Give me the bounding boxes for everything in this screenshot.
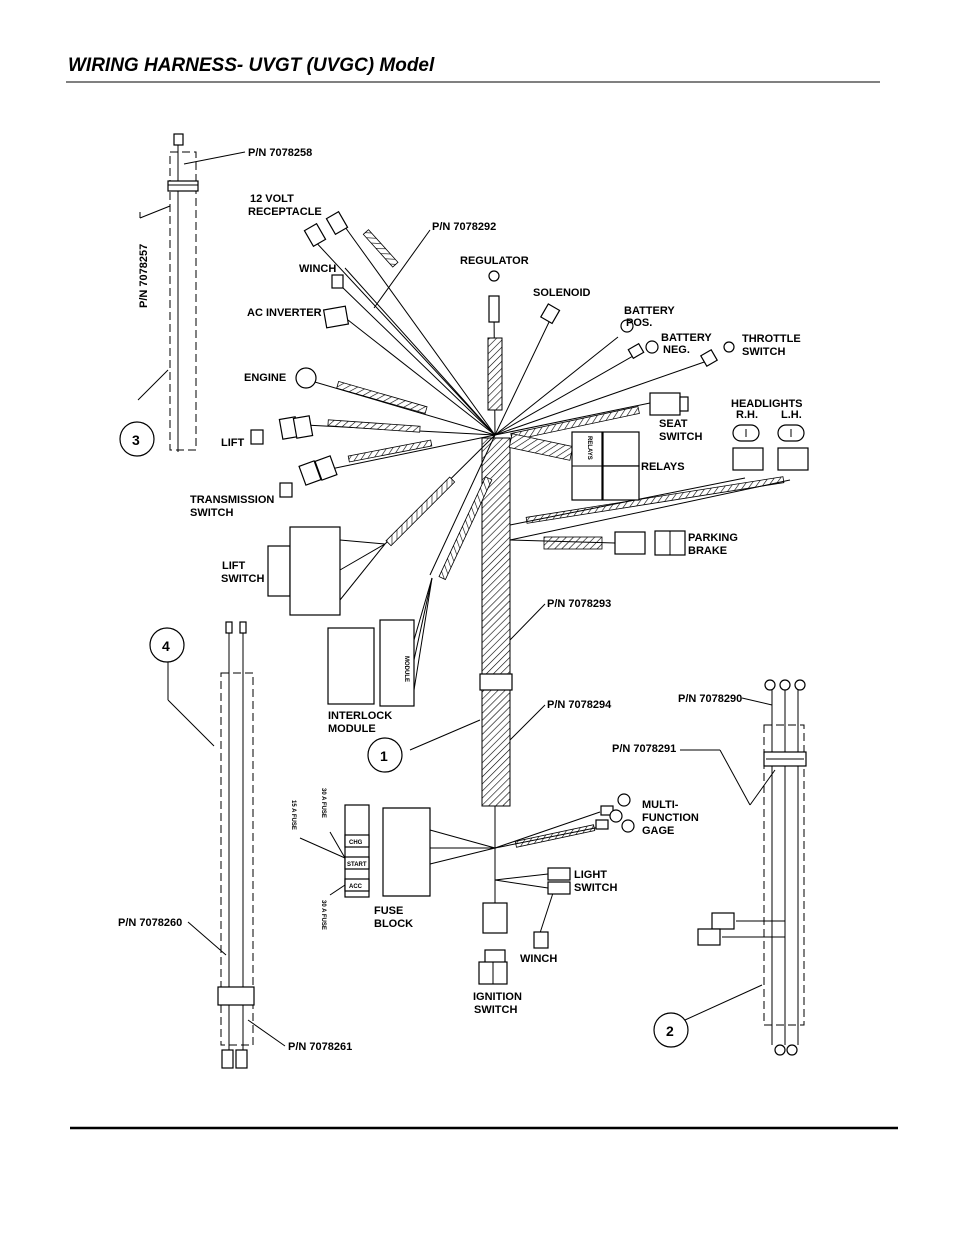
pn-7078261-label: P/N 7078261 (288, 1041, 352, 1053)
fuse-30a-top-label: 30 A FUSE (320, 788, 326, 818)
callout-2: 2 (653, 1012, 689, 1048)
engine-label: ENGINE (244, 372, 286, 384)
throttle-label-2: SWITCH (742, 346, 785, 358)
page-title: WIRING HARNESS- UVGT (UVGC) Model (68, 55, 435, 76)
pn-7078260-label: P/N 7078260 (118, 917, 182, 929)
volt-receptacle-label-1: 12 VOLT (250, 193, 294, 205)
fuse-block-label-1: FUSE (374, 905, 403, 917)
pn-7078258-label: P/N 7078258 (248, 147, 312, 159)
pn-7078257-label: P/N 7078257 (138, 244, 150, 308)
svg-text:3: 3 (132, 432, 140, 448)
interlock-label-2: MODULE (328, 723, 376, 735)
battery-pos-label-2: POS. (626, 317, 652, 329)
lift-label: LIFT (221, 437, 244, 449)
svg-text:2: 2 (666, 1023, 674, 1039)
pn-7078290-label: P/N 7078290 (678, 693, 742, 705)
winch-bottom-label: WINCH (520, 953, 557, 965)
module-box-label: MODULE (403, 656, 409, 682)
regulator-label: REGULATOR (460, 255, 529, 267)
ac-inverter-label: AC INVERTER (247, 307, 322, 319)
relays-label: RELAYS (641, 461, 685, 473)
harness-2 (680, 679, 807, 1056)
lift-switch-label-1: LIFT (222, 560, 245, 572)
fuse-15a-label: 15 A FUSE (290, 800, 296, 830)
battery-neg-label-1: BATTERY (661, 332, 712, 344)
volt-receptacle-label-2: RECEPTACLE (248, 206, 322, 218)
fuse-30a-bot-label: 30 A FUSE (320, 900, 326, 930)
pn-7078292-label: P/N 7078292 (432, 221, 496, 233)
light-switch-label-1: LIGHT (574, 869, 607, 881)
battery-neg-label-2: NEG. (663, 344, 690, 356)
relays-box-label: RELAYS (586, 436, 592, 460)
seat-label-1: SEAT (659, 418, 688, 430)
ignition-label-1: IGNITION (473, 991, 522, 1003)
rh-label: R.H. (736, 409, 758, 421)
light-switch-label-2: SWITCH (574, 882, 617, 894)
harness-4 (167, 621, 286, 1069)
callout-1: 1 (367, 737, 403, 773)
ignition-label-2: SWITCH (474, 1004, 517, 1016)
throttle-label-1: THROTTLE (742, 333, 801, 345)
fuse-acc-label: ACC (349, 884, 363, 890)
transmission-label-1: TRANSMISSION (190, 494, 274, 506)
winch-top-label: WINCH (299, 263, 336, 275)
transmission-label-2: SWITCH (190, 507, 233, 519)
callout-4: 4 (149, 627, 185, 663)
multi-label-2: FUNCTION (642, 812, 699, 824)
lift-switch-label-2: SWITCH (221, 573, 264, 585)
seat-label-2: SWITCH (659, 431, 702, 443)
parking-label-1: PARKING (688, 532, 738, 544)
interlock-label-1: INTERLOCK (328, 710, 392, 722)
battery-pos-label-1: BATTERY (624, 305, 675, 317)
fuse-start-label: START (347, 862, 367, 868)
harness-3 (137, 133, 246, 452)
headlights-label: HEADLIGHTS (731, 398, 803, 410)
svg-text:4: 4 (162, 638, 170, 654)
parking-label-2: BRAKE (688, 545, 727, 557)
solenoid-label: SOLENOID (533, 287, 591, 299)
pn-7078291-label: P/N 7078291 (612, 743, 676, 755)
multi-label-1: MULTI- (642, 799, 679, 811)
fuse-chg-label: CHG (349, 840, 363, 846)
pn-7078293-label: P/N 7078293 (547, 598, 611, 610)
fuse-block-label-2: BLOCK (374, 918, 413, 930)
svg-text:1: 1 (380, 748, 388, 764)
multi-label-3: GAGE (642, 825, 674, 837)
lh-label: L.H. (781, 409, 802, 421)
callout-3: 3 (119, 421, 155, 457)
pn-7078294-label: P/N 7078294 (547, 699, 612, 711)
main-harness (250, 210, 809, 985)
